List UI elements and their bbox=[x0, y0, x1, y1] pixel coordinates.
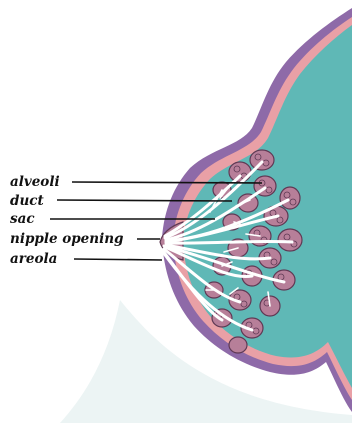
lobule bbox=[250, 150, 274, 170]
leader-line-areola bbox=[74, 259, 162, 260]
lobule bbox=[280, 187, 300, 209]
label-alveoli: alveoli bbox=[10, 174, 60, 190]
leader-line-alveoli bbox=[72, 182, 262, 183]
lobule bbox=[229, 337, 247, 353]
label-sac: sac bbox=[10, 211, 35, 227]
label-duct: duct bbox=[10, 193, 44, 209]
label-areola: areola bbox=[10, 251, 57, 267]
label-nipple-opening: nipple opening bbox=[10, 231, 123, 247]
lobule bbox=[229, 162, 251, 182]
lobule bbox=[278, 229, 302, 251]
leader-line-duct bbox=[57, 200, 232, 201]
